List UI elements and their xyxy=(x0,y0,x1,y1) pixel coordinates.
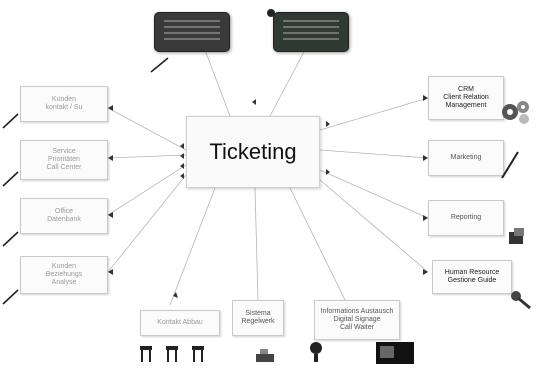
reporting-label: Reporting xyxy=(451,214,481,222)
crm-label: CRM Client Relation Management xyxy=(443,86,489,110)
pin-icon xyxy=(266,8,276,22)
left-box-3[interactable]: Office Datenbank xyxy=(20,198,108,234)
top-dark-box-left xyxy=(154,12,230,52)
scanner-icon xyxy=(254,346,276,366)
reporting-box[interactable]: Reporting xyxy=(428,200,504,236)
display-icon xyxy=(372,338,418,368)
top-dark-box-right xyxy=(273,12,349,52)
left-box-1[interactable]: Kunden kontakt / Su xyxy=(20,86,108,122)
ticketing-center-box[interactable]: Ticketing xyxy=(186,116,320,188)
left-box-1-label: Kunden kontakt / Su xyxy=(46,96,83,112)
left-box-3-label: Office Datenbank xyxy=(47,208,81,224)
hr-label: Human Resource Gestione Guide xyxy=(445,269,499,285)
person-icon xyxy=(308,340,324,364)
left-box-2-label: Service Prioritäten Call Center xyxy=(46,148,81,172)
gears-icon xyxy=(498,96,532,126)
bottom-box-2[interactable]: Sistema Regelwerk xyxy=(232,300,284,336)
left-box-2[interactable]: Service Prioritäten Call Center xyxy=(20,140,108,180)
bottom-box-3-label: Informations Austausch Digital Signage C… xyxy=(321,308,394,332)
tool-icon xyxy=(508,286,532,310)
bottom-box-1-label: Kontakt Abbau xyxy=(157,319,203,327)
chairs-icon xyxy=(138,344,218,366)
left-box-4[interactable]: Kunden Beziehungs Analyse xyxy=(20,256,108,294)
cube-icon xyxy=(506,226,528,248)
crm-box[interactable]: CRM Client Relation Management xyxy=(428,76,504,120)
bottom-box-1[interactable]: Kontakt Abbau xyxy=(140,310,220,336)
pen-icon xyxy=(500,150,520,180)
marketing-box[interactable]: Marketing xyxy=(428,140,504,176)
bottom-box-3[interactable]: Informations Austausch Digital Signage C… xyxy=(314,300,400,340)
marketing-label: Marketing xyxy=(451,154,482,162)
left-box-4-label: Kunden Beziehungs Analyse xyxy=(46,263,83,287)
hr-box[interactable]: Human Resource Gestione Guide xyxy=(432,260,512,294)
bottom-box-2-label: Sistema Regelwerk xyxy=(241,310,274,326)
ticketing-label: Ticketing xyxy=(209,139,296,165)
